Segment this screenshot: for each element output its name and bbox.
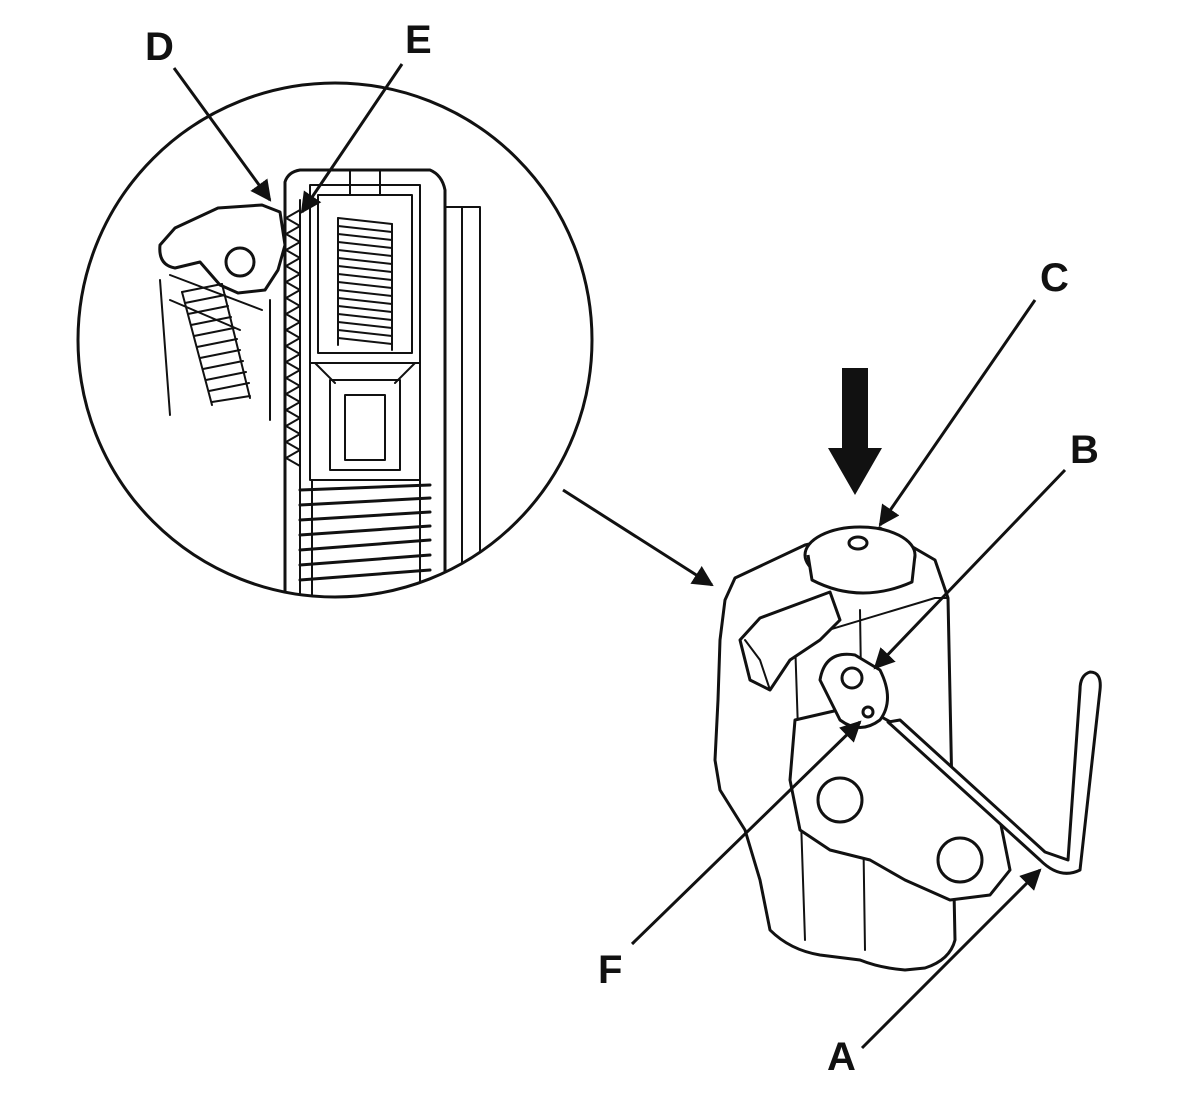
magnifier-pointer-arrow [562,488,714,587]
housing-walls [283,168,481,597]
callout-label-d: D [145,25,174,69]
leader-c [878,299,1037,527]
ratchet-rack [285,199,301,597]
callout-label-a: A [827,1035,856,1079]
callout-label-f: F [598,948,623,992]
tensioner-assembly [713,368,1102,972]
leader-a [860,868,1042,1050]
leader-b [873,468,1067,670]
lever-plate [738,590,842,692]
leader-e [300,63,404,214]
magnifier-outline [76,81,594,599]
inner-spring [337,217,393,351]
plunger-body [309,169,421,481]
leader-lines [172,63,1067,1050]
leader-f [630,720,862,946]
leader-d [172,67,272,202]
stopper-bolt-b [840,666,864,690]
mount-hole-left [816,776,864,824]
stopper-plate [818,652,889,729]
callout-label-c: C [1040,256,1069,300]
callout-label-b: B [1070,428,1099,472]
ratchet-pawl [158,203,287,331]
detail-magnifier [76,81,714,599]
mount-hole-right [936,836,984,884]
plunger-cap [803,525,917,595]
callout-label-e: E [405,18,432,62]
pawl-spring [159,279,271,421]
push-arrow [828,368,882,495]
lower-spring [298,477,432,597]
stopper-hole-f [861,705,875,719]
stopper-pin [886,670,1102,875]
